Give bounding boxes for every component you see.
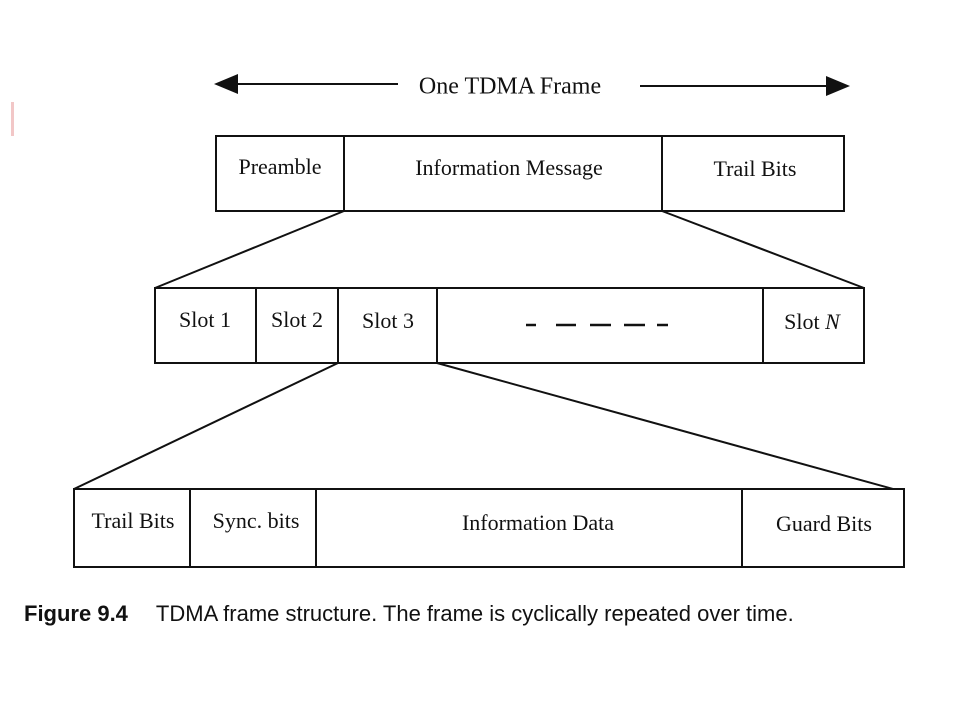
slot-left-expansion-line: [73, 362, 339, 490]
slot-expansion-lines: [73, 362, 905, 493]
figure-caption: Figure 9.4 TDMA frame structure. The fram…: [24, 600, 924, 628]
information-data-field: Information Data: [462, 510, 614, 535]
preamble-field: Preamble: [238, 154, 321, 179]
slot-right-expansion-line: [436, 362, 905, 493]
slot-n-label: Slot N: [784, 309, 841, 334]
information-message-field: Information Message: [415, 155, 603, 180]
sync-bits-field: Sync. bits: [213, 508, 300, 533]
slot-2-label: Slot 2: [271, 307, 323, 332]
frame-length-indicator: One TDMA Frame: [214, 74, 850, 100]
left-expansion-line: [154, 210, 345, 289]
slot-structure-row: Trail Bits Sync. bits Information Data G…: [73, 488, 905, 568]
information-message-expansion-lines: [154, 210, 865, 289]
tdma-frame-box: [215, 135, 845, 212]
guard-bits-field: Guard Bits: [776, 511, 872, 536]
frame-trail-bits-field: Trail Bits: [714, 156, 797, 181]
slots-row: Slot 1 Slot 2 Slot 3 Slot N: [154, 287, 865, 364]
decorative-red-mark: [11, 102, 14, 136]
frame-title: One TDMA Frame: [419, 74, 601, 100]
right-expansion-line: [661, 210, 865, 289]
slot-3-label: Slot 3: [362, 308, 414, 333]
slot-structure-box: [73, 488, 905, 568]
slots-box: [154, 287, 865, 364]
slot-trail-bits-field: Trail Bits: [92, 508, 175, 533]
slot-1-label: Slot 1: [179, 307, 231, 332]
figure-caption-text: TDMA frame structure. The frame is cycli…: [155, 601, 794, 626]
tdma-frame-row: Preamble Information Message Trail Bits: [215, 135, 845, 212]
figure-number: Figure 9.4: [24, 601, 128, 626]
